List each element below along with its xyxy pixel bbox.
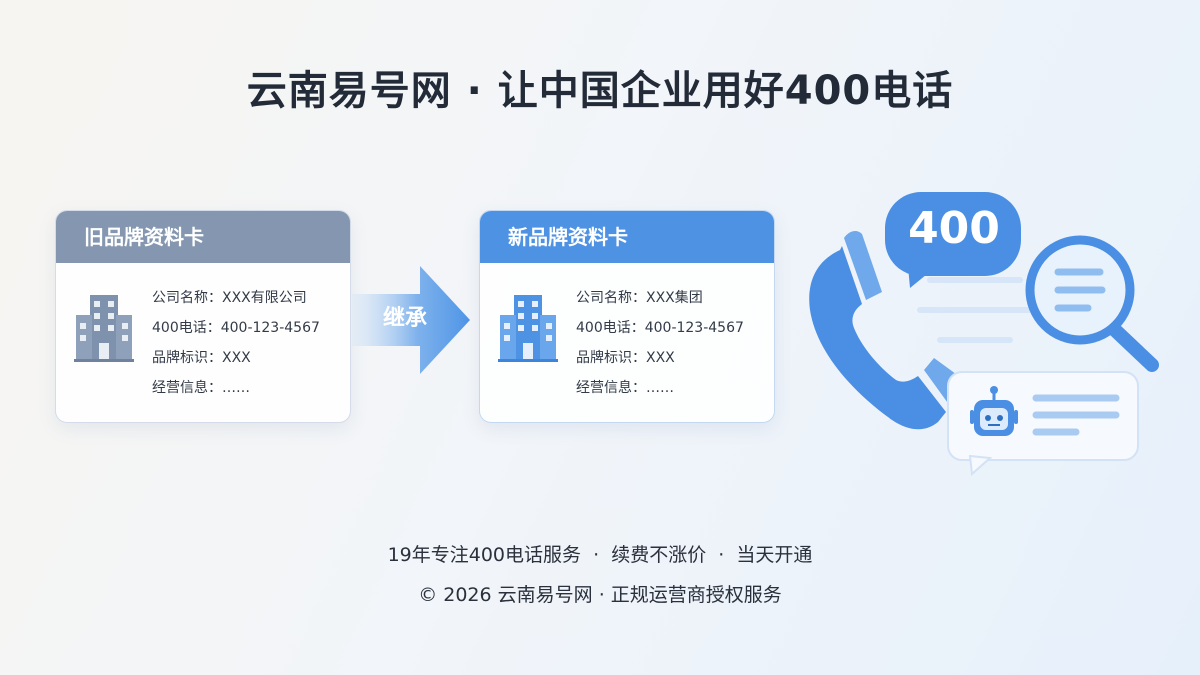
new-card-header: 新品牌资料卡 <box>480 211 774 263</box>
old-field-brand: 品牌标识：XXX <box>152 350 251 366</box>
new-field-business: 经营信息：…… <box>576 380 674 396</box>
service-illustration <box>809 192 1159 477</box>
robot-icon <box>970 386 1018 436</box>
new-brand-card: 新品牌资料卡 公司名称：XXX集团 400电话：400-123-4567 品牌标… <box>479 210 775 423</box>
old-brand-card: 旧品牌资料卡 公司名称：XXX有限公司 400电话：400-123-4567 品… <box>55 210 351 423</box>
page-title: 云南易号网 · 让中国企业用好400电话 <box>246 68 954 114</box>
copyright: © 2026 云南易号网 · 正规运营商授权服务 <box>418 584 782 606</box>
badge-400: 400 <box>908 203 1000 254</box>
old-card-header: 旧品牌资料卡 <box>56 211 350 263</box>
magnifier-icon <box>1025 235 1159 372</box>
robot-chat-card <box>947 371 1139 477</box>
tagline: 19年专注400电话服务 · 续费不涨价 · 当天开通 <box>387 544 813 566</box>
inherit-label: 继承 <box>382 306 427 331</box>
new-field-company: 公司名称：XXX集团 <box>576 290 703 306</box>
chat-bubble-icon <box>885 192 1021 288</box>
inherit-arrow-icon <box>352 266 470 374</box>
building-icon <box>498 295 558 362</box>
old-field-phone: 400电话：400-123-4567 <box>152 320 320 336</box>
motion-lines-icon <box>917 277 1033 343</box>
old-field-business: 经营信息：…… <box>152 380 250 396</box>
old-field-company: 公司名称：XXX有限公司 <box>152 290 307 306</box>
building-icon <box>74 295 134 362</box>
new-field-phone: 400电话：400-123-4567 <box>576 320 744 336</box>
new-field-brand: 品牌标识：XXX <box>576 350 675 366</box>
